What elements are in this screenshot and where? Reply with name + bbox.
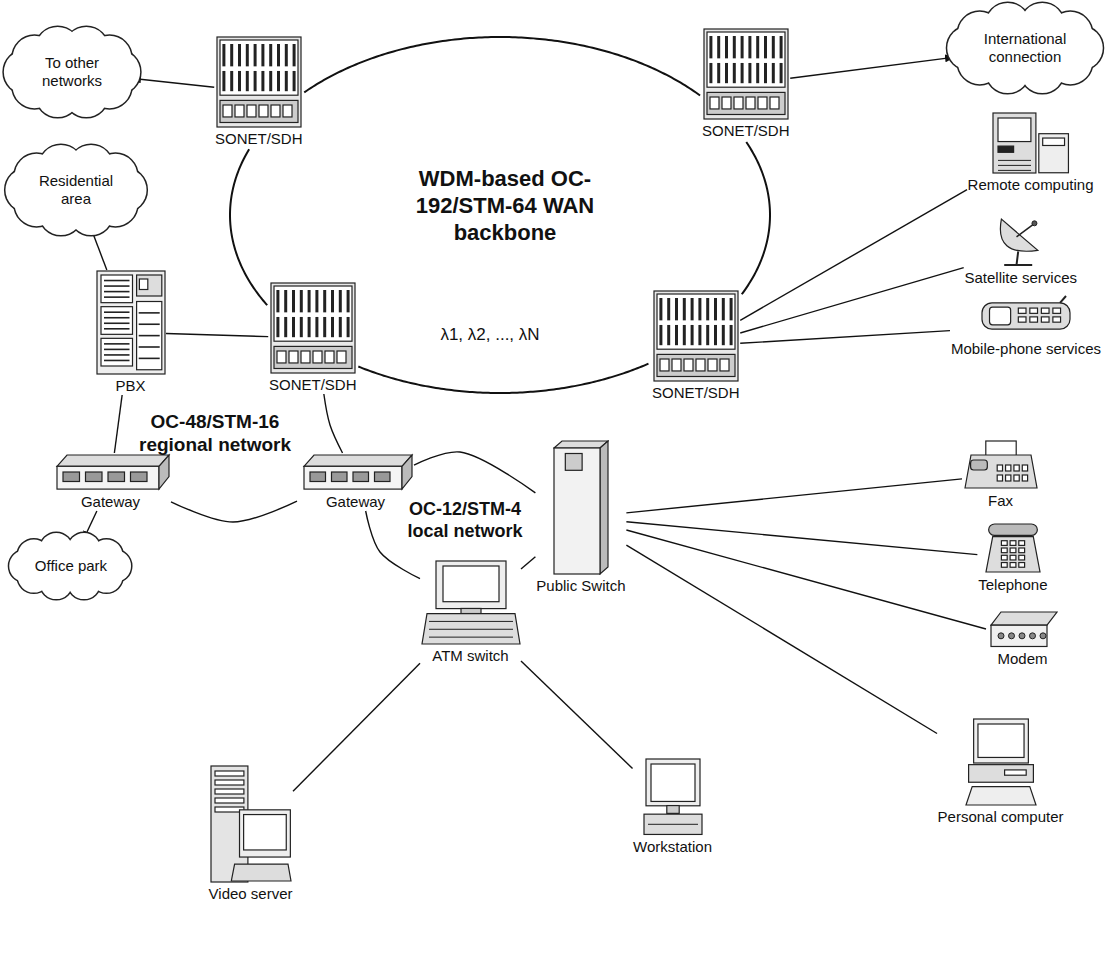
cloud-label: To other networks	[34, 54, 110, 90]
device-label: SONET/SDH	[651, 384, 740, 402]
rack-icon	[703, 28, 789, 120]
network-link	[790, 57, 955, 78]
rack-device: SONET/SDH	[214, 36, 303, 148]
device-label: Video server	[208, 885, 293, 903]
network-title: OC-48/STM-16 regional network	[125, 410, 305, 456]
rack-icon	[653, 290, 739, 382]
cloud-label: Office park	[34, 557, 108, 575]
remote-device: Remote computing	[967, 112, 1094, 194]
wavelength-label: λ1, λ2, ..., λN	[400, 325, 580, 345]
network-cloud: Office park	[14, 541, 128, 591]
phone-icon	[984, 522, 1042, 574]
pc-icon	[965, 718, 1037, 806]
device-label: SONET/SDH	[701, 122, 790, 140]
network-link	[166, 334, 268, 337]
network-cloud: To other networks	[14, 38, 131, 106]
rack-device: SONET/SDH	[701, 28, 790, 140]
pc-device: Personal computer	[937, 718, 1064, 826]
server-device: Video server	[208, 765, 293, 903]
server-icon	[210, 765, 292, 883]
gateway-device: Gateway	[297, 453, 414, 511]
atm-icon	[421, 560, 521, 645]
gateway-device: Gateway	[50, 453, 171, 511]
network-cloud: International connection	[955, 14, 1096, 82]
rack-device: SONET/SDH	[651, 290, 740, 402]
phone-device: Telephone	[977, 522, 1048, 594]
network-link	[114, 395, 122, 453]
network-title: OC-12/STM-4 local network	[390, 498, 540, 542]
network-link	[414, 452, 535, 493]
network-link	[521, 557, 535, 569]
network-link	[626, 545, 937, 733]
network-cloud: Residential area	[15, 156, 138, 224]
device-label: Gateway	[50, 493, 171, 511]
pswitch-icon	[553, 440, 609, 575]
pbx-icon	[96, 270, 166, 375]
satellite-device: Satellite services	[964, 215, 1078, 287]
device-label: PBX	[95, 377, 166, 395]
satellite-icon	[993, 215, 1049, 267]
device-label: Personal computer	[937, 808, 1064, 826]
device-label: SONET/SDH	[214, 130, 303, 148]
device-label: Telephone	[977, 576, 1048, 594]
network-link	[293, 663, 420, 791]
mobile-device: Mobile-phone services	[950, 294, 1102, 358]
device-label: Gateway	[297, 493, 414, 511]
device-label: Mobile-phone services	[950, 340, 1102, 358]
modem-icon	[987, 610, 1059, 648]
network-link	[324, 394, 343, 453]
fax-icon	[963, 440, 1039, 490]
device-label: Public Switch	[535, 577, 626, 595]
gateway-icon	[298, 453, 414, 491]
atm-device: ATM switch	[420, 560, 521, 665]
ring-link	[742, 142, 770, 294]
network-link	[626, 530, 986, 629]
ring-link	[304, 37, 700, 95]
network-title: WDM-based OC-192/STM-64 WAN backbone	[405, 165, 605, 246]
device-label: ATM switch	[420, 647, 521, 665]
modem-device: Modem	[986, 610, 1059, 668]
rack-device: SONET/SDH	[268, 282, 357, 394]
network-link	[171, 501, 297, 522]
pbx-device: PBX	[95, 270, 166, 395]
device-label: Modem	[986, 650, 1059, 668]
workstation-icon	[642, 758, 704, 836]
device-label: Remote computing	[967, 176, 1094, 194]
network-link	[521, 661, 633, 768]
network-link	[740, 268, 963, 333]
cloud-label: International connection	[975, 30, 1075, 66]
remote-icon	[992, 112, 1070, 174]
network-link	[131, 78, 214, 87]
gateway-icon	[51, 453, 171, 491]
device-label: Satellite services	[964, 269, 1078, 287]
network-link	[626, 479, 962, 513]
fax-device: Fax	[962, 440, 1039, 510]
cloud-label: Residential area	[35, 172, 117, 208]
network-link	[740, 190, 967, 321]
workstation-device: Workstation	[633, 758, 713, 856]
ring-link	[230, 149, 267, 305]
device-label: Workstation	[633, 838, 713, 856]
rack-icon	[270, 282, 356, 374]
mobile-icon	[978, 294, 1074, 338]
network-link	[626, 522, 977, 555]
network-link	[740, 331, 950, 344]
pswitch-device: Public Switch	[535, 440, 626, 595]
ring-link	[358, 364, 648, 393]
rack-icon	[216, 36, 302, 128]
device-label: Fax	[962, 492, 1039, 510]
device-label: SONET/SDH	[268, 376, 357, 394]
